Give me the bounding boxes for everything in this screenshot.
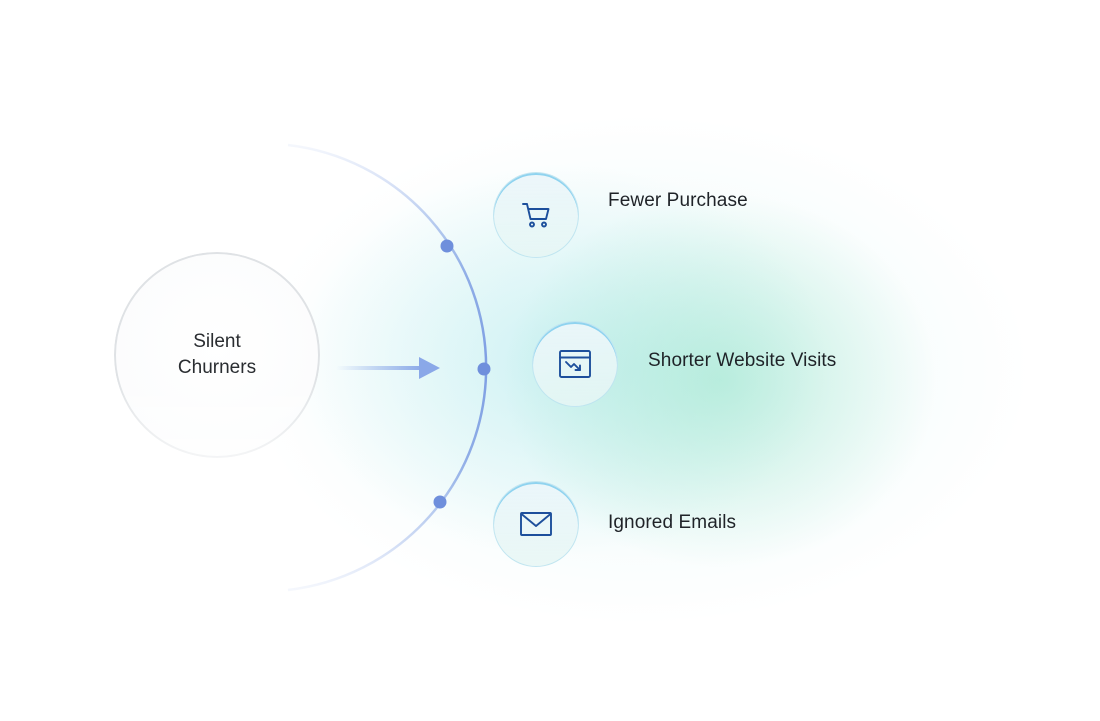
arrow-head [419, 357, 440, 379]
ignored-emails-label: Ignored Emails [608, 512, 737, 533]
envelope-icon [520, 512, 552, 536]
fewer-purchase-label: Fewer Purchase [608, 190, 748, 211]
shopping-cart-icon [522, 203, 550, 228]
shorter-visits-node [532, 321, 618, 407]
fewer-purchase-node [493, 172, 579, 258]
shorter-visits-label: Shorter Website Visits [648, 350, 837, 371]
ignored-emails-node [493, 481, 579, 567]
arrow-shaft [336, 366, 424, 370]
browser-trend-down-icon [559, 350, 591, 378]
arc-dot-bottom [433, 495, 447, 509]
silent-churners-label: Silent Churners [157, 329, 277, 381]
arc-dot-middle [477, 362, 491, 376]
source-label-line2: Churners [177, 357, 257, 378]
source-label-line1: Silent [193, 331, 241, 352]
arc-dot-top [440, 239, 454, 253]
silent-churners-circle: Silent Churners [114, 252, 320, 458]
